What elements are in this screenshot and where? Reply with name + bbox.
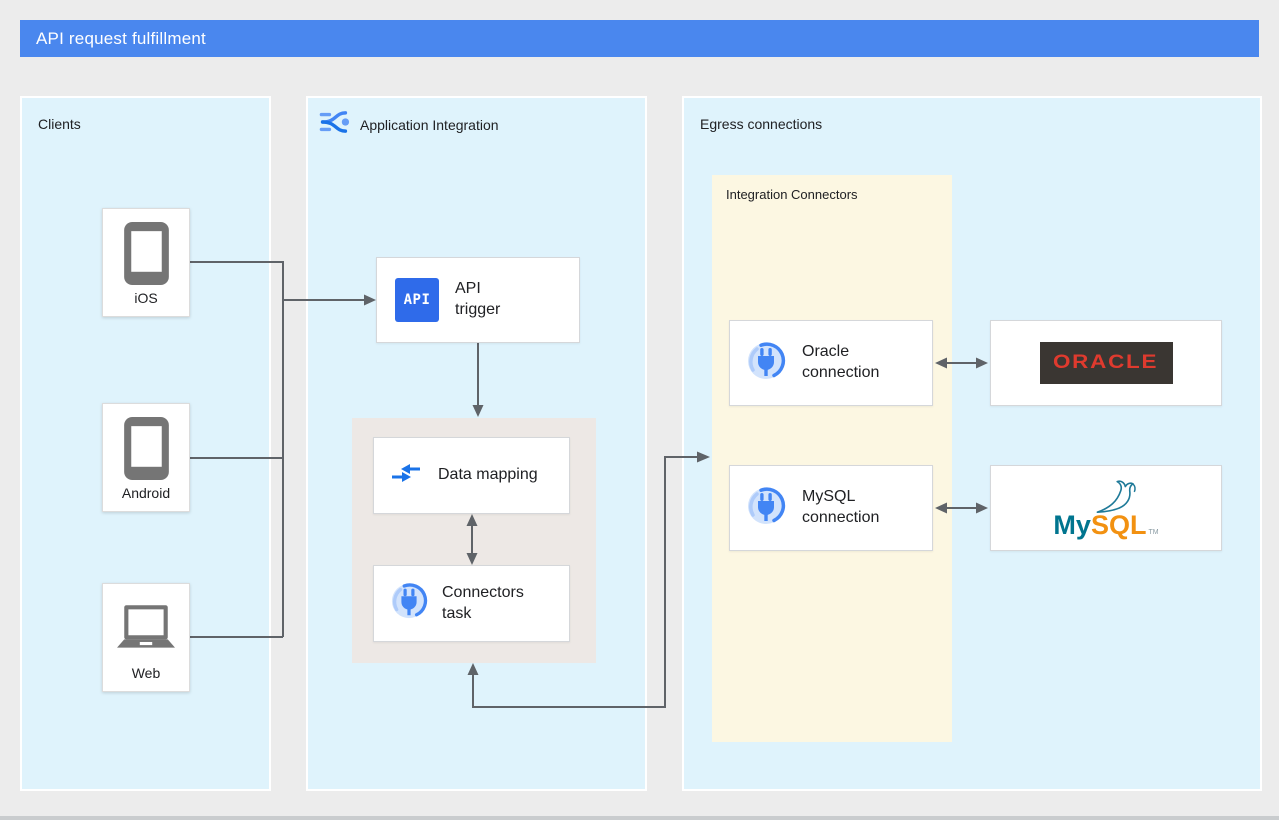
- oracle-logo: ORACLE: [1039, 342, 1173, 384]
- mysql-wordmark-tm: TM: [1148, 528, 1159, 536]
- oracle-connection-node: Oracle connection: [729, 320, 933, 406]
- mysql-wordmark-my: My: [1053, 509, 1091, 540]
- data-mapping-icon: [390, 460, 422, 491]
- api-chip-text: API: [403, 292, 431, 308]
- mysql-wordmark-sql: SQL: [1090, 509, 1147, 540]
- client-label-android: Android: [121, 485, 171, 501]
- api-trigger-icon: API: [395, 278, 439, 322]
- application-integration-header: Application Integration: [318, 106, 499, 143]
- diagram-title-bar: API request fulfillment: [20, 20, 1259, 57]
- diagram-title: API request fulfillment: [36, 28, 206, 48]
- connectors-icon: [746, 486, 786, 531]
- mysql-connection-node: MySQL connection: [729, 465, 933, 551]
- data-mapping-node: Data mapping: [373, 437, 570, 514]
- client-label-ios: iOS: [134, 290, 158, 306]
- connectors-task-node: Connectors task: [373, 565, 570, 642]
- mysql-dolphin-icon: [1092, 478, 1146, 518]
- connectors-task-label: Connectors task: [442, 583, 524, 622]
- laptop-icon: [117, 605, 175, 656]
- client-node-web: Web: [102, 583, 190, 692]
- clients-panel-label: Clients: [38, 116, 81, 132]
- application-integration-label: Application Integration: [360, 116, 499, 133]
- mysql-connection-label: MySQL connection: [802, 488, 880, 526]
- integration-connectors-panel: Integration Connectors: [712, 175, 952, 742]
- client-label-web: Web: [131, 665, 161, 681]
- egress-connections-label: Egress connections: [700, 116, 823, 132]
- oracle-logo-text: ORACLE: [1053, 352, 1159, 373]
- smartphone-icon: [123, 417, 169, 485]
- api-trigger-label: API trigger: [455, 280, 501, 318]
- oracle-connection-label: Oracle connection: [802, 343, 880, 381]
- api-trigger-node: API API trigger: [376, 257, 580, 343]
- connectors-icon: [390, 582, 428, 625]
- client-node-ios: iOS: [102, 208, 190, 317]
- integration-connectors-label: Integration Connectors: [726, 187, 858, 202]
- application-integration-icon: [318, 106, 350, 143]
- smartphone-icon: [123, 222, 169, 290]
- client-node-android: Android: [102, 403, 190, 512]
- connectors-icon: [746, 341, 786, 386]
- bottom-edge-strip: [0, 816, 1279, 820]
- oracle-database-node: ORACLE: [990, 320, 1222, 406]
- data-mapping-label: Data mapping: [438, 466, 538, 484]
